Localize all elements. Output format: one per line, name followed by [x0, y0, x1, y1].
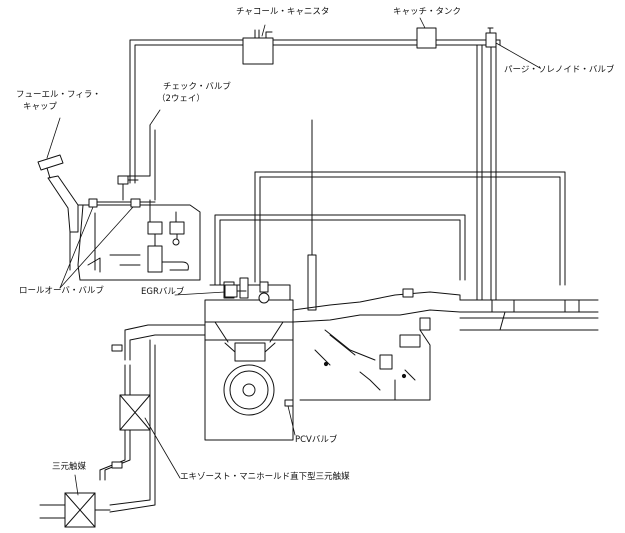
label-fuel-filler-cap-line1: フューエル・フィラ・: [16, 90, 101, 100]
purge-solenoid-valve: [485, 27, 501, 48]
fuel-filler-neck: [47, 175, 101, 271]
o2-sensor-2: [111, 461, 123, 469]
o2-sensor-1: [111, 344, 123, 352]
rollover-valve-1: [88, 198, 98, 208]
check-valve: [117, 124, 151, 201]
fuel-filler-cap: [37, 154, 64, 179]
fuel-tank: [77, 204, 201, 281]
rollover-valve-2: [130, 198, 141, 208]
label-catch-tank: キャッチ・タンク: [393, 7, 462, 17]
vapor-line-top: [129, 39, 487, 184]
label-rollover-valve: ロールオーバ・バルブ: [19, 286, 104, 296]
egr-valve: [224, 284, 247, 298]
label-exhaust-manifold-catalyst: エキゾースト・マニホールド直下型三元触媒: [180, 472, 350, 482]
sensors: [299, 329, 431, 401]
label-charcoal-canister: チャコール・キャニスタ: [236, 7, 330, 17]
label-pcv-valve: PCVバルブ: [295, 435, 338, 445]
catch-tank: [416, 27, 437, 49]
pcv-valve: [284, 399, 294, 407]
intake-manifold: [292, 288, 599, 331]
label-check-valve-line1: チェック・バルブ: [163, 82, 231, 92]
leader-lines: [46, 17, 541, 496]
manifold-catalyst: [119, 394, 151, 431]
pcv-hose: [307, 254, 317, 311]
label-fuel-filler-cap-line2: キャップ: [23, 102, 58, 112]
label-check-valve-line2: （2ウェイ）: [157, 94, 205, 104]
label-egr-valve: EGRバルブ: [141, 287, 185, 297]
charcoal-canister: [242, 37, 274, 65]
label-purge-solenoid-valve: パージ・ソレノイド・バルブ: [504, 65, 615, 75]
label-three-way-catalyst: 三元触媒: [52, 462, 87, 472]
three-way-catalyst: [64, 492, 96, 528]
engine-block: [204, 284, 294, 441]
